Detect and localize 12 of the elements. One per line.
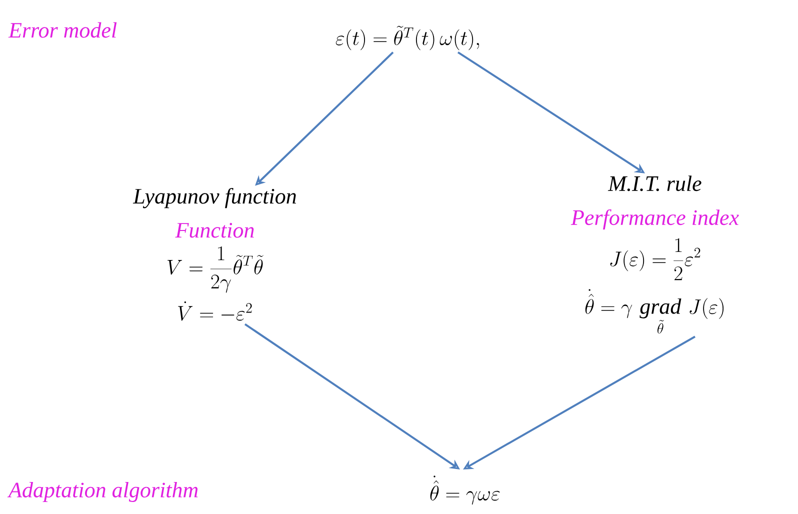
- equation: $V=\frac{1}{2\gamma}\tilde{\theta}^{T}\tilde{\theta}$: [168, 246, 264, 293]
- section-label: Error model: [8, 22, 117, 38]
- equation: $J(\varepsilon)=\frac{1}{2}\varepsilon^{2}$: [610, 238, 700, 280]
- section-heading: Performance index: [570, 209, 739, 230]
- section-heading: Function: [175, 222, 254, 238]
- section-label: Adaptation algorithm: [7, 482, 198, 502]
- method-name: M.I.T. rule: [608, 176, 702, 192]
- method-name: Lyapunov function: [132, 188, 296, 208]
- equation: $\varepsilon(t)=\tilde{\theta}^{T}(t)\,\omega(t),$: [336, 26, 480, 50]
- equation: $\dot{\hat{\theta}}=\gamma\omega\varepsilon$: [430, 476, 500, 505]
- equation: $\dot{V}=-\varepsilon^{2}$: [178, 301, 252, 321]
- equation: $\dot{\hat{\theta}}=\gamma\,\mathop{\mathit{grad}}\limits_{\tilde{\theta}}\,J(\varepsilon)$: [585, 289, 724, 334]
